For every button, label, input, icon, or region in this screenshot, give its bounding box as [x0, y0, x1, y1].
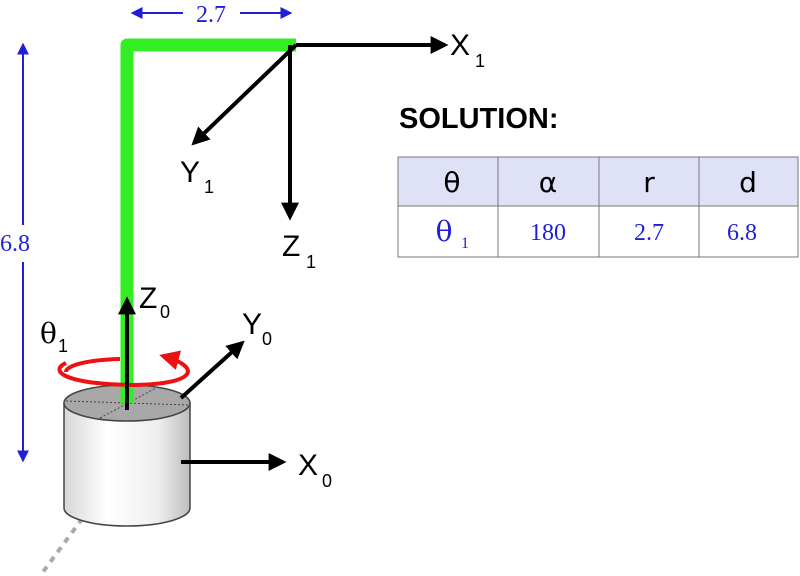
base-dashed-line [38, 468, 120, 576]
rotation-arrow-back [64, 357, 121, 373]
robot-link [120, 38, 296, 403]
y0-label: Y [242, 308, 262, 341]
solution-title: SOLUTION: [399, 103, 559, 135]
z1-subscript: 1 [306, 252, 316, 272]
y1-label: Y [180, 156, 200, 189]
horizontal-dimension-label: 2.7 [196, 2, 226, 28]
table-header-theta: θ [443, 166, 460, 199]
table-cell-theta-subscript: 1 [461, 235, 469, 252]
x0-subscript: 0 [322, 471, 332, 491]
table-header-alpha: α [539, 166, 557, 199]
joint-theta-subscript: 1 [58, 336, 68, 356]
solution-table: θ α r d θ 1 180 2.7 6.8 [397, 156, 799, 258]
table-cell-r: 2.7 [634, 220, 664, 246]
y1-axis-arrow [191, 43, 298, 146]
vertical-dimension-label: 6.8 [0, 231, 30, 257]
table-header-d: d [739, 166, 757, 199]
x0-label: X [298, 449, 318, 482]
y0-axis-arrow [179, 340, 245, 400]
z0-label: Z [139, 282, 157, 315]
z1-label: Z [282, 230, 300, 263]
base-cylinder [63, 384, 191, 527]
table-cell-alpha: 180 [530, 220, 566, 246]
z0-subscript: 0 [160, 302, 170, 322]
x1-label: X [450, 29, 470, 62]
table-cell-d: 6.8 [727, 220, 757, 246]
table-header-row [398, 157, 798, 206]
rotation-arrow [57, 356, 190, 387]
y0-subscript: 0 [262, 329, 272, 349]
table-cell-theta: θ [436, 215, 453, 248]
table-header-r: r [643, 166, 655, 199]
y1-subscript: 1 [204, 177, 214, 197]
x1-subscript: 1 [475, 51, 485, 71]
joint-theta-label: θ [40, 317, 57, 350]
